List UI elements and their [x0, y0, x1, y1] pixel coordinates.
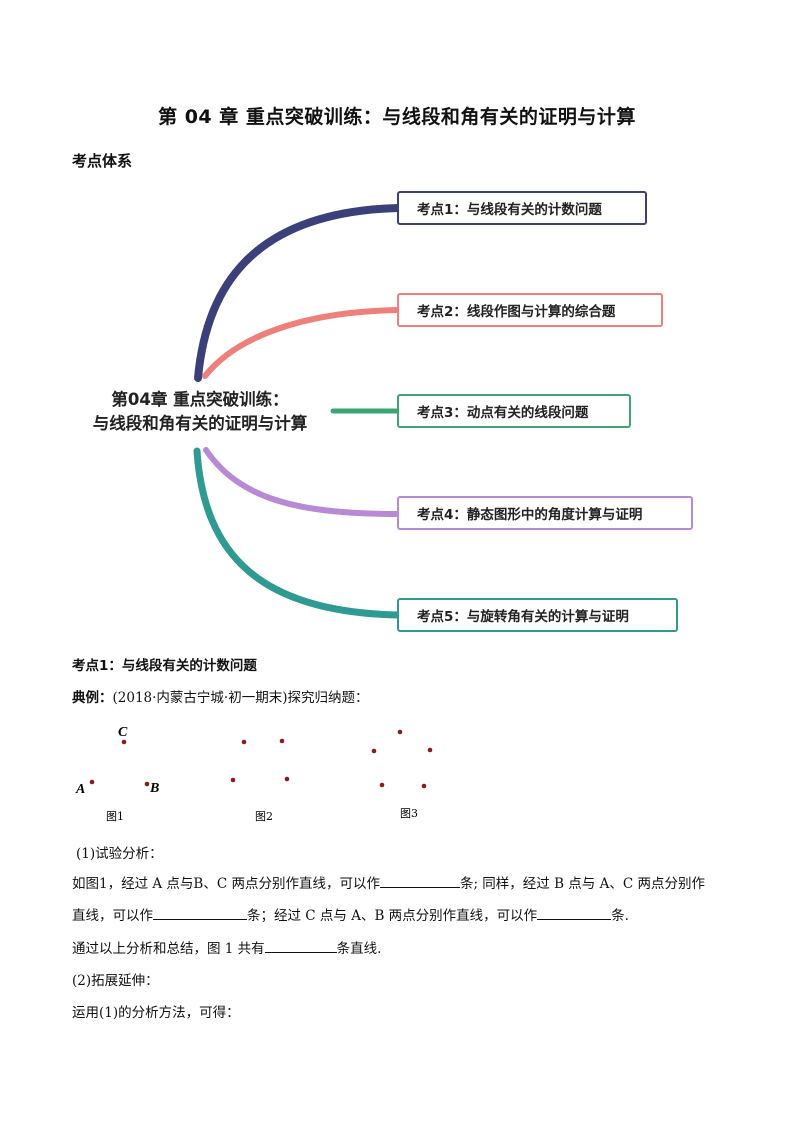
- center-topic-line2: 与线段和角有关的证明与计算: [92, 414, 308, 433]
- p2-text-a: 如图1，经过 A 点与B、C 两点分别作直线，可以作: [72, 876, 380, 892]
- answer-blank-4[interactable]: [264, 938, 337, 953]
- point-b-dot: [144, 781, 150, 787]
- mindmap-center-topic: 第04章 重点突破训练： 与线段和角有关的证明与计算: [70, 388, 330, 436]
- fig2-dot: [279, 738, 285, 744]
- paragraph-2: 如图1，经过 A 点与B、C 两点分别作直线，可以作 条; 同样，经过 B 点与 …: [72, 873, 732, 895]
- p2-text-b: 条; 同样，经过 B 点与 A、C 两点分别作: [459, 876, 705, 892]
- point-a-label: A: [75, 782, 85, 797]
- p3-text-c: 条.: [611, 908, 629, 924]
- fig1-label: 图1: [106, 810, 124, 823]
- figures-area: C A B 图1 图2 图3: [75, 725, 433, 823]
- mindmap-branch-5: 考点5：与旋转角有关的计算与证明: [397, 598, 678, 632]
- fig3-label: 图3: [400, 807, 418, 820]
- p4-text-b: 条直线.: [336, 941, 382, 957]
- answer-blank-2[interactable]: [153, 905, 247, 920]
- figure-3: 图3: [371, 729, 433, 820]
- paragraph-5: (2)拓展延伸：: [72, 973, 159, 989]
- connector-1: [194, 204, 402, 382]
- example-text: (2018·内蒙古宁城·初一期末)探究归纳题：: [112, 690, 369, 706]
- fig2-dot: [230, 777, 236, 783]
- mindmap-connectors: [193, 204, 402, 619]
- branch-3-label: 考点3：动点有关的线段问题: [417, 405, 589, 421]
- p3-text-a: 直线，可以作: [72, 908, 153, 924]
- point-a-dot: [89, 779, 95, 785]
- example-line: 典例：(2018·内蒙古宁城·初一期末)探究归纳题：: [72, 686, 368, 706]
- answer-blank-1[interactable]: [379, 873, 460, 888]
- point-c-dot: [121, 739, 127, 745]
- paragraph-1: (1)试验分析：: [76, 846, 163, 862]
- point-c-label: C: [118, 725, 128, 740]
- mindmap-branch-1: 考点1：与线段有关的计数问题: [397, 191, 647, 225]
- p4-text-a: 通过以上分析和总结，图 1 共有: [72, 941, 265, 957]
- figure-2: 图2: [230, 738, 290, 823]
- p3-text-b: 条；经过 C 点与 A、B 两点分别作直线，可以作: [247, 908, 538, 924]
- mindmap-branch-2: 考点2：线段作图与计算的综合题: [397, 293, 663, 327]
- center-topic-line1: 第04章 重点突破训练：: [111, 390, 289, 409]
- fig2-dot: [241, 739, 247, 745]
- fig3-dot: [379, 782, 385, 788]
- answer-blank-3[interactable]: [537, 905, 612, 920]
- connector-2: [202, 307, 401, 379]
- kaodian1-heading: 考点1：与线段有关的计数问题: [72, 658, 257, 674]
- paragraph-6: 运用(1)的分析方法，可得：: [72, 1005, 240, 1021]
- branch-5-label: 考点5：与旋转角有关的计算与证明: [417, 609, 629, 625]
- fig3-dot: [427, 747, 433, 753]
- paragraph-4: 通过以上分析和总结，图 1 共有 条直线.: [72, 938, 732, 960]
- section-heading: 考点体系: [72, 152, 133, 170]
- example-label: 典例：: [72, 690, 113, 706]
- paragraph-3: 直线，可以作 条；经过 C 点与 A、B 两点分别作直线，可以作 条.: [72, 905, 732, 927]
- figure-1: C A B 图1: [75, 725, 159, 823]
- connector-5: [193, 447, 402, 619]
- fig3-dot: [371, 748, 377, 754]
- mindmap-branch-4: 考点4：静态图形中的角度计算与证明: [397, 496, 693, 530]
- page-title: 第 04 章 重点突破训练：与线段和角有关的证明与计算: [158, 106, 636, 128]
- fig3-dot: [397, 729, 403, 735]
- fig2-dot: [284, 776, 290, 782]
- branch-4-label: 考点4：静态图形中的角度计算与证明: [417, 507, 643, 523]
- fig2-label: 图2: [255, 810, 273, 823]
- fig3-dot: [421, 783, 427, 789]
- connector-4: [203, 447, 401, 517]
- mindmap-branch-3: 考点3：动点有关的线段问题: [397, 394, 631, 428]
- point-b-label: B: [149, 781, 159, 796]
- branch-2-label: 考点2：线段作图与计算的综合题: [417, 304, 616, 320]
- branch-1-label: 考点1：与线段有关的计数问题: [417, 202, 602, 218]
